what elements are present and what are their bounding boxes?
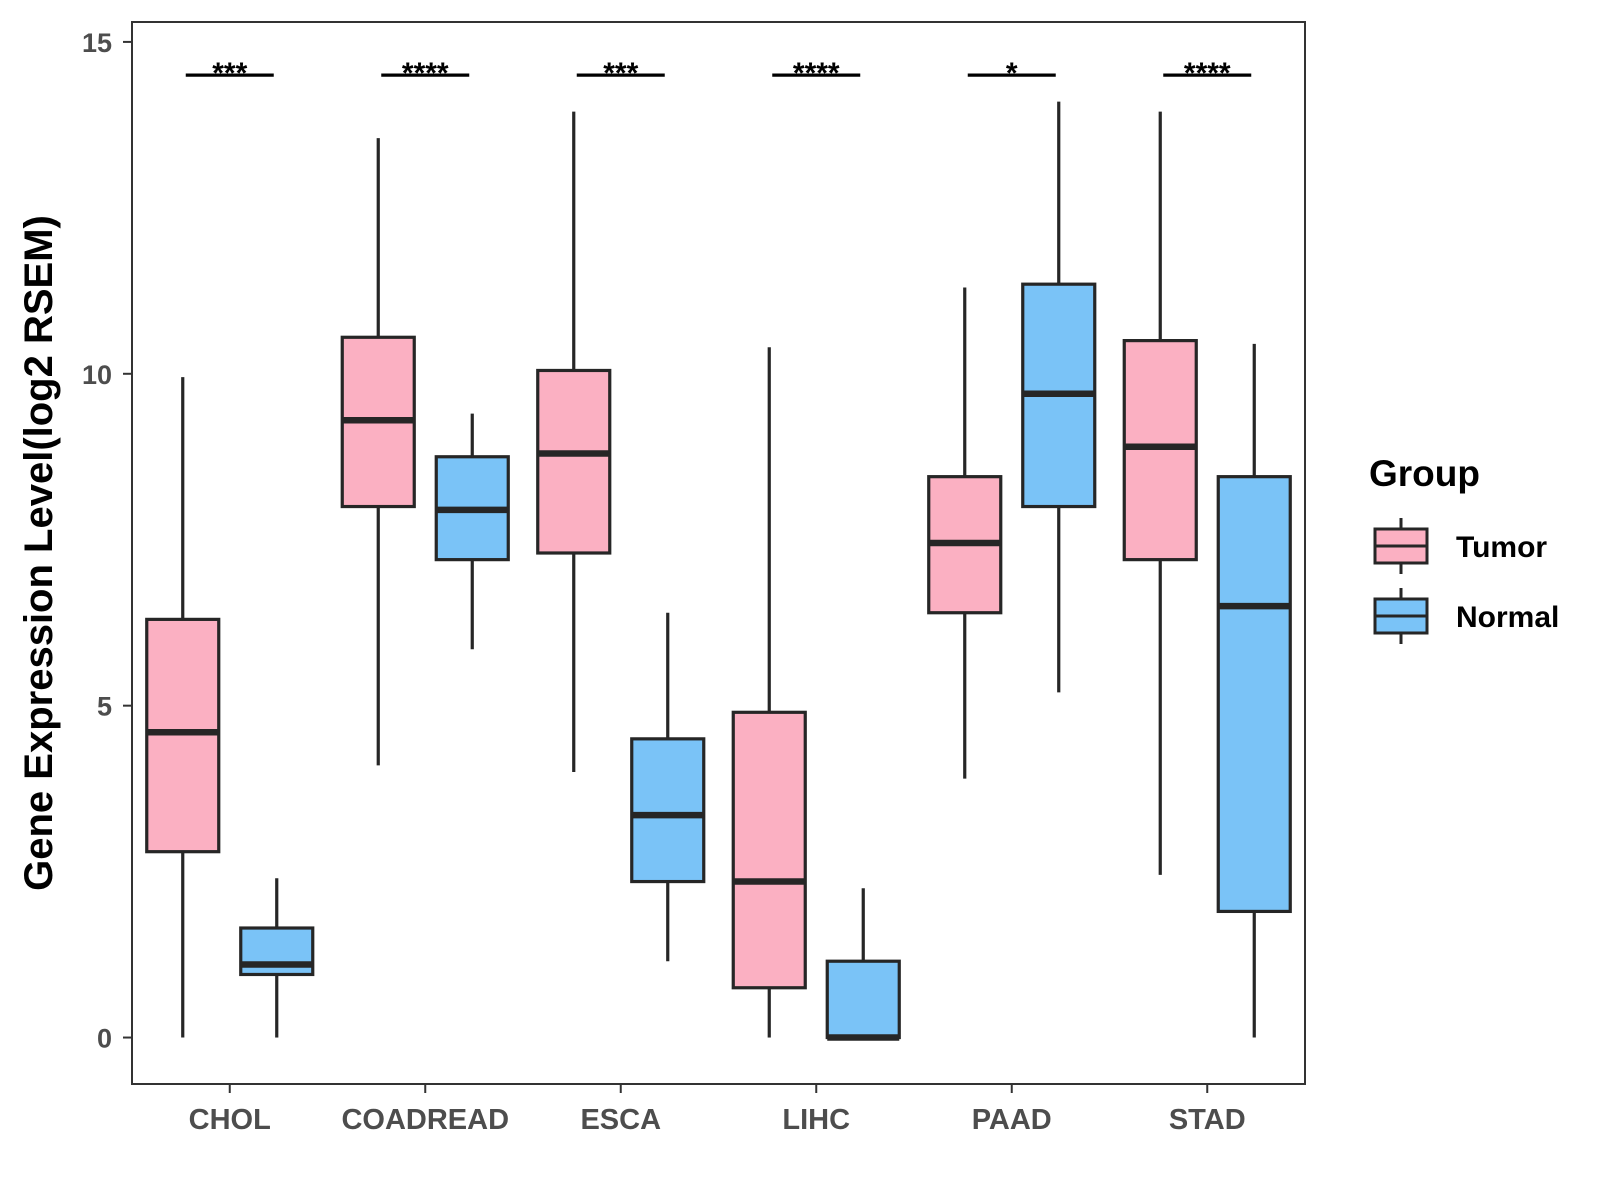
legend-item-normal: Normal: [1373, 588, 1559, 644]
x-tick-label: COADREAD: [341, 1104, 509, 1136]
box-tumor-lihc: [731, 347, 807, 1038]
box-iqr: [1122, 339, 1198, 562]
box-iqr: [630, 737, 706, 884]
x-axis: CHOL COADREAD ESCA LIHC PAAD STAD: [189, 1084, 1246, 1136]
box-tumor-paad: [927, 287, 1003, 779]
y-axis-label: Gene Expression Level(log2 RSEM): [17, 215, 61, 891]
box-normal-stad: [1216, 343, 1292, 1038]
box-tumor-stad: [1122, 111, 1198, 875]
significance-label: ****: [1184, 57, 1231, 90]
significance-label: *: [1006, 57, 1018, 90]
box-normal-paad: [1021, 101, 1097, 693]
legend-label: Tumor: [1456, 531, 1547, 564]
y-axis: 0 5 10 15: [82, 28, 132, 1054]
plot-panel: [131, 21, 1306, 1085]
box-iqr: [145, 617, 221, 854]
legend-title: Group: [1369, 453, 1480, 494]
box-iqr: [731, 710, 807, 990]
x-tick-label: CHOL: [189, 1104, 271, 1136]
y-tick-label: 15: [82, 28, 112, 58]
significance-layer: *******************: [185, 57, 1252, 90]
significance-label: ****: [402, 57, 449, 90]
x-tick-label: PAAD: [972, 1104, 1052, 1136]
box-normal-chol: [239, 878, 315, 1038]
box-tumor-coadread: [340, 138, 416, 766]
x-tick-label: STAD: [1169, 1104, 1246, 1136]
significance-label: ****: [793, 57, 840, 90]
box-iqr: [1216, 475, 1292, 914]
box-normal-esca: [630, 612, 706, 962]
y-tick-label: 5: [97, 692, 112, 722]
box-tumor-esca: [536, 111, 612, 773]
significance-label: ***: [603, 57, 638, 90]
significance-label: ***: [212, 57, 247, 90]
boxes-layer: [145, 101, 1292, 1041]
y-tick-label: 10: [82, 360, 112, 390]
legend-item-tumor: Tumor: [1373, 518, 1547, 574]
box-iqr: [825, 959, 901, 1040]
x-tick-label: ESCA: [580, 1104, 661, 1136]
box-tumor-chol: [145, 377, 221, 1038]
box-iqr: [536, 368, 612, 555]
box-normal-coadread: [434, 413, 510, 650]
legend-label: Normal: [1456, 601, 1559, 634]
y-tick-label: 0: [97, 1024, 112, 1054]
x-tick-label: LIHC: [782, 1104, 850, 1136]
box-normal-lihc: [825, 888, 901, 1041]
